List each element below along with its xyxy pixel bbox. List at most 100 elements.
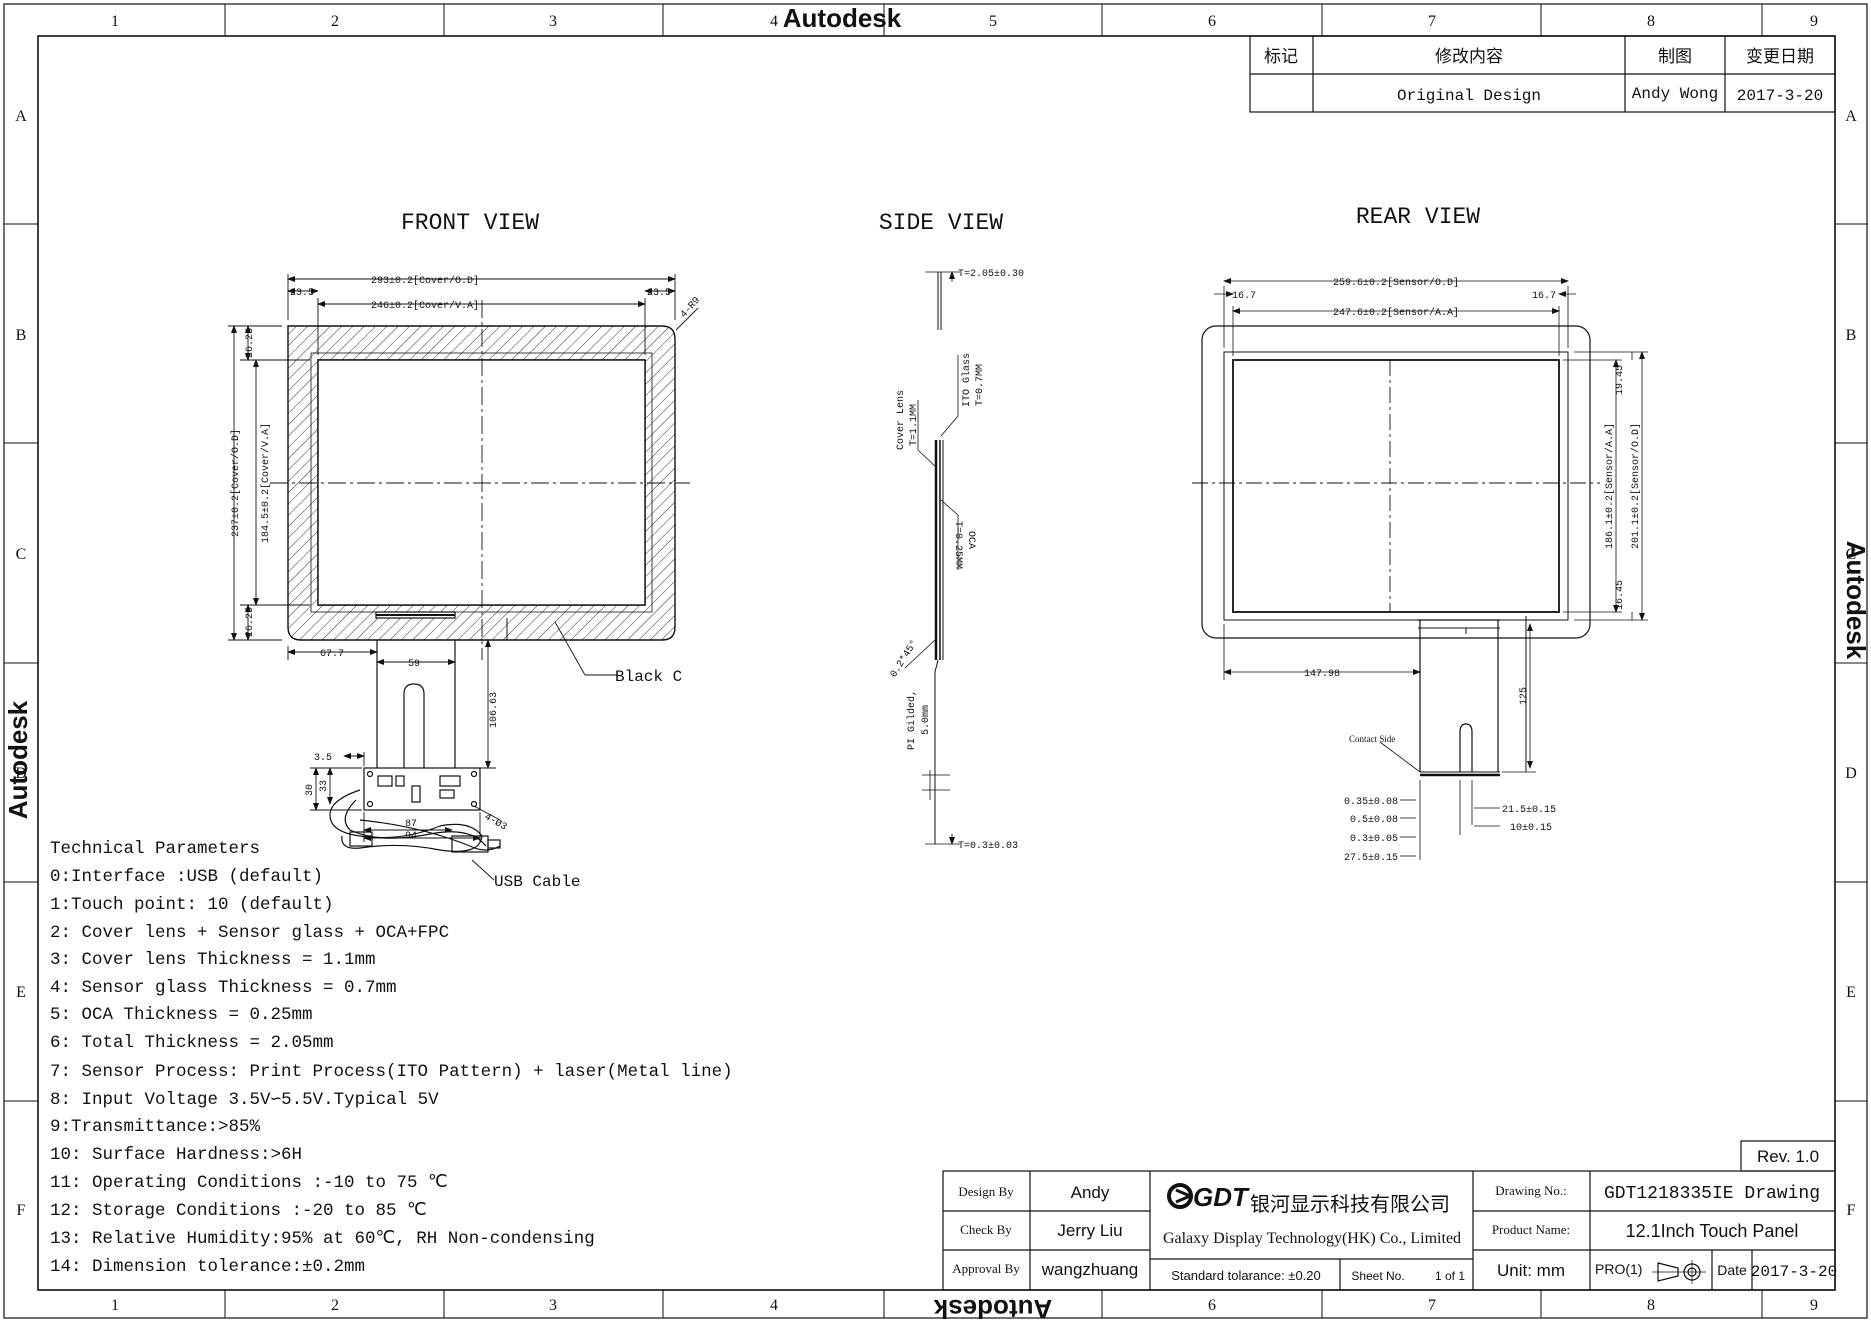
svg-text:Contact Side: Contact Side <box>1349 734 1395 744</box>
sheet-number: 1 of 1 <box>1435 1269 1465 1283</box>
svg-text:F: F <box>1847 1202 1856 1219</box>
svg-text:16.7: 16.7 <box>1532 291 1556 302</box>
svg-text:Autodesk: Autodesk <box>1841 541 1871 660</box>
svg-text:E: E <box>16 984 26 1001</box>
svg-text:184.5±0.2[Cover/V.A]: 184.5±0.2[Cover/V.A] <box>260 423 272 543</box>
rev-header-drawn: 制图 <box>1658 47 1692 66</box>
svg-text:5: 5 <box>989 13 997 30</box>
svg-text:8: 8 <box>1647 13 1655 30</box>
svg-text:13: Relative Humidity:95% at 6: 13: Relative Humidity:95% at 60℃, RH Non… <box>50 1229 595 1249</box>
svg-text:4-Ø3: 4-Ø3 <box>482 811 509 833</box>
svg-text:23.5: 23.5 <box>647 288 671 299</box>
revision-table: 标记 修改内容 制图 变更日期 Original Design Andy Won… <box>1249 35 1836 113</box>
svg-text:0.5±0.08: 0.5±0.08 <box>1350 815 1398 826</box>
side-view: T=2.05±0.30 T=0.3±0.03 Cover Lens T=1.1M… <box>888 269 1024 852</box>
approver-name: wangzhuang <box>1041 1260 1138 1279</box>
svg-text:A: A <box>1845 108 1857 125</box>
svg-text:9: 9 <box>1810 13 1818 30</box>
drawing-date: 2017-3-20 <box>1751 1263 1837 1281</box>
svg-text:1: 1 <box>111 13 119 30</box>
svg-text:201.1±0.2[Sensor/O.D]: 201.1±0.2[Sensor/O.D] <box>1630 423 1642 549</box>
svg-text:87: 87 <box>405 819 417 830</box>
svg-text:23.5: 23.5 <box>290 288 314 299</box>
svg-text:Product Name:: Product Name: <box>1492 1222 1570 1237</box>
svg-text:T=0.25MM: T=0.25MM <box>952 521 963 569</box>
svg-text:16.7: 16.7 <box>1232 291 1256 302</box>
svg-text:59: 59 <box>408 659 420 670</box>
svg-text:30: 30 <box>305 784 316 796</box>
svg-text:3: Cover lens Thickness = 1.1m: 3: Cover lens Thickness = 1.1mm <box>50 950 376 970</box>
svg-text:T=2.05±0.30: T=2.05±0.30 <box>958 269 1024 280</box>
svg-text:4: 4 <box>770 13 778 30</box>
svg-text:T=1.1MM: T=1.1MM <box>909 404 920 446</box>
svg-text:0:Interface :USB (default): 0:Interface :USB (default) <box>50 867 323 887</box>
rear-view-title: REAR VIEW <box>1356 204 1480 230</box>
front-view-title: FRONT VIEW <box>401 210 539 236</box>
frame-row-labels: A B C D E F A B C D E F <box>15 108 1857 1219</box>
svg-text:67.7: 67.7 <box>320 649 344 660</box>
svg-text:Drawing No.:: Drawing No.: <box>1495 1183 1567 1198</box>
svg-text:26.25: 26.25 <box>245 607 256 637</box>
svg-text:27.5±0.15: 27.5±0.15 <box>1344 853 1398 864</box>
svg-text:Design By: Design By <box>958 1184 1014 1199</box>
svg-text:2: 2 <box>331 1297 339 1314</box>
standard-tolerance: Standard tolarance: ±0.20 <box>1171 1268 1321 1283</box>
svg-text:T=0.3±0.03: T=0.3±0.03 <box>958 841 1018 852</box>
svg-text:D: D <box>15 765 27 782</box>
svg-text:11: Operating Conditions :-10: 11: Operating Conditions :-10 to 75 ℃ <box>50 1173 448 1193</box>
svg-text:7: Sensor Process: Print Proce: 7: Sensor Process: Print Process(ITO Pat… <box>50 1062 733 1082</box>
designer-name: Andy <box>1071 1183 1110 1202</box>
svg-text:6: 6 <box>1208 13 1216 30</box>
svg-text:10±0.15: 10±0.15 <box>1510 823 1552 834</box>
checker-name: Jerry Liu <box>1057 1221 1122 1240</box>
svg-text:125: 125 <box>1519 687 1530 705</box>
svg-text:237±0.2[Cover/O.D]: 237±0.2[Cover/O.D] <box>230 429 242 537</box>
drawing-frame <box>3 3 1868 1319</box>
rev-header-content: 修改内容 <box>1435 47 1503 66</box>
rev-header-date: 变更日期 <box>1746 47 1814 66</box>
svg-text:F: F <box>17 1202 26 1219</box>
svg-text:0.3±0.05: 0.3±0.05 <box>1350 834 1398 845</box>
svg-text:8: Input Voltage 3.5V∽5.5V.Ty: 8: Input Voltage 3.5V∽5.5V.Typical 5V <box>50 1090 439 1110</box>
product-name: 12.1Inch Touch Panel <box>1626 1221 1799 1241</box>
drawing-number: GDT1218335IE Drawing <box>1604 1184 1820 1204</box>
svg-text:B: B <box>16 327 27 344</box>
svg-text:2: 2 <box>331 13 339 30</box>
unit-label: Unit: mm <box>1497 1261 1565 1280</box>
svg-text:Check By: Check By <box>960 1222 1012 1237</box>
tech-params-title: Technical Parameters <box>50 839 260 859</box>
svg-text:21.5±0.15: 21.5±0.15 <box>1502 805 1556 816</box>
svg-text:Sheet No.: Sheet No. <box>1351 1269 1404 1283</box>
svg-text:GDT: GDT <box>1193 1182 1250 1212</box>
svg-text:3: 3 <box>549 1297 557 1314</box>
rear-view: 259.6±0.2[Sensor/O.D] 247.6±0.2[Sensor/A… <box>1192 277 1648 864</box>
svg-text:ITO Glass: ITO Glass <box>961 353 973 407</box>
revision-label: Rev. 1.0 <box>1757 1147 1819 1166</box>
svg-text:4-R9: 4-R9 <box>679 295 703 320</box>
svg-text:8: 8 <box>1647 1297 1655 1314</box>
rev-drawn-by: Andy Wong <box>1632 85 1718 103</box>
svg-text:E: E <box>1846 984 1856 1001</box>
svg-text:Autodesk: Autodesk <box>3 700 33 819</box>
title-block: Rev. 1.0 Design By Check By Approval By … <box>942 1140 1837 1291</box>
front-view: 293±0.2[Cover/O.D] 246±0.2[Cover/V.A] 23… <box>228 274 703 891</box>
svg-text:16.45: 16.45 <box>1615 580 1626 610</box>
gdt-logo: GDT 银河显示科技有限公司 <box>1167 1182 1450 1216</box>
usb-cable-label: USB Cable <box>494 873 580 891</box>
svg-text:3: 3 <box>549 13 557 30</box>
svg-text:Cover Lens: Cover Lens <box>896 390 907 450</box>
svg-text:D: D <box>1845 765 1857 782</box>
projection-symbol-icon <box>1652 1260 1706 1284</box>
technical-parameters: Technical Parameters 0:Interface :USB (d… <box>50 839 733 1277</box>
svg-text:3.5: 3.5 <box>314 753 332 764</box>
svg-text:1:Touch point: 10 (default): 1:Touch point: 10 (default) <box>50 895 334 915</box>
svg-text:7: 7 <box>1428 1297 1436 1314</box>
side-view-title: SIDE VIEW <box>879 210 1003 236</box>
company-name-en: Galaxy Display Technology(HK) Co., Limit… <box>1163 1230 1461 1247</box>
svg-text:6: Total Thickness = 2.05mm: 6: Total Thickness = 2.05mm <box>50 1033 334 1053</box>
svg-text:7: 7 <box>1428 13 1436 30</box>
svg-text:C: C <box>16 546 27 563</box>
svg-text:6: 6 <box>1208 1297 1216 1314</box>
svg-text:4: 4 <box>770 1297 778 1314</box>
svg-text:19.45: 19.45 <box>1615 365 1626 395</box>
